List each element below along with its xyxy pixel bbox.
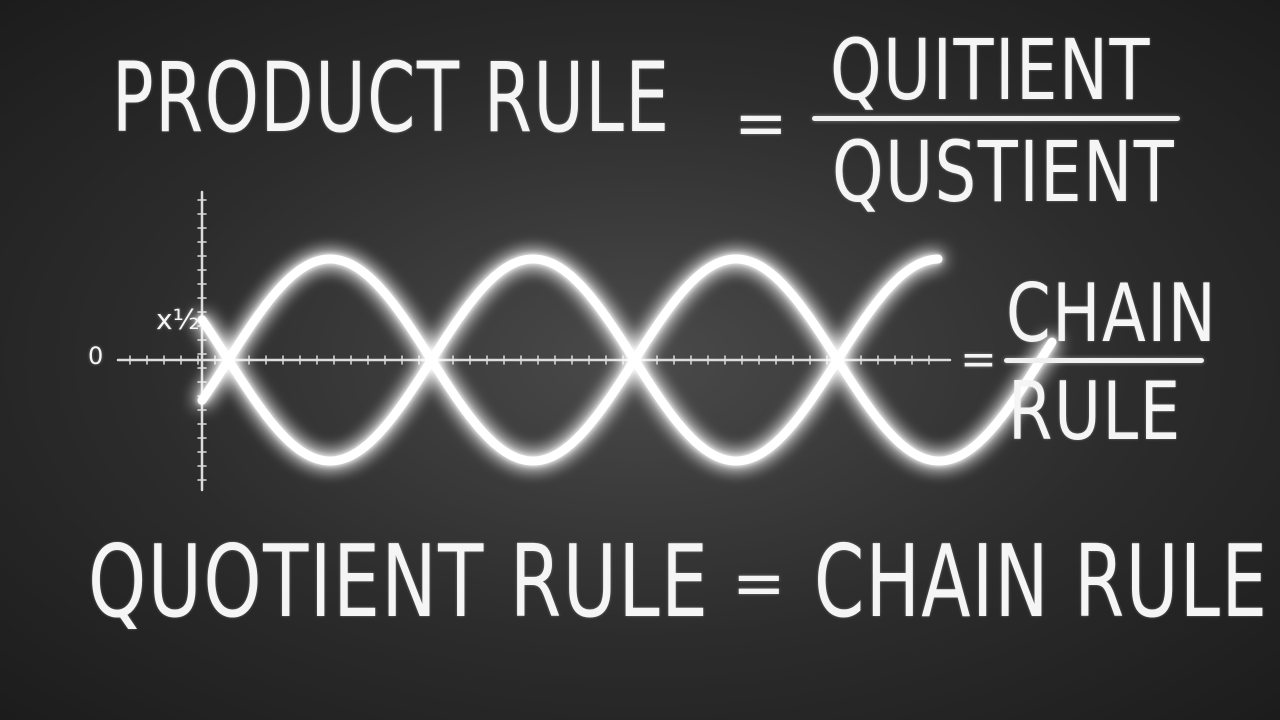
graph-equals-sign: =: [960, 334, 997, 385]
top-fraction-bar: [812, 116, 1180, 121]
chain-fraction-denominator: RULE: [1008, 365, 1182, 458]
tick-label: x½: [156, 303, 200, 336]
top-fraction-denominator: QUSTIENT: [832, 123, 1176, 221]
graph-curves: [197, 254, 1057, 466]
bottom-equals-sign: =: [732, 547, 786, 621]
graph-axes: [116, 190, 952, 492]
wave-lower-start: [197, 254, 943, 466]
quotient-rule-label: QUOTIENT RULE: [88, 523, 710, 640]
origin-label: 0: [88, 342, 106, 370]
chain-fraction-bar: [1004, 358, 1204, 363]
top-fraction-numerator: QUITIENT: [830, 21, 1152, 119]
chain-fraction-numerator: CHAIN: [1006, 267, 1218, 360]
top-equals-sign: =: [734, 87, 788, 161]
wave-upper-start: [197, 254, 1057, 466]
product-rule-label: PRODUCT RULE: [112, 42, 671, 154]
chain-rule-label: CHAIN RULE: [814, 523, 1269, 640]
